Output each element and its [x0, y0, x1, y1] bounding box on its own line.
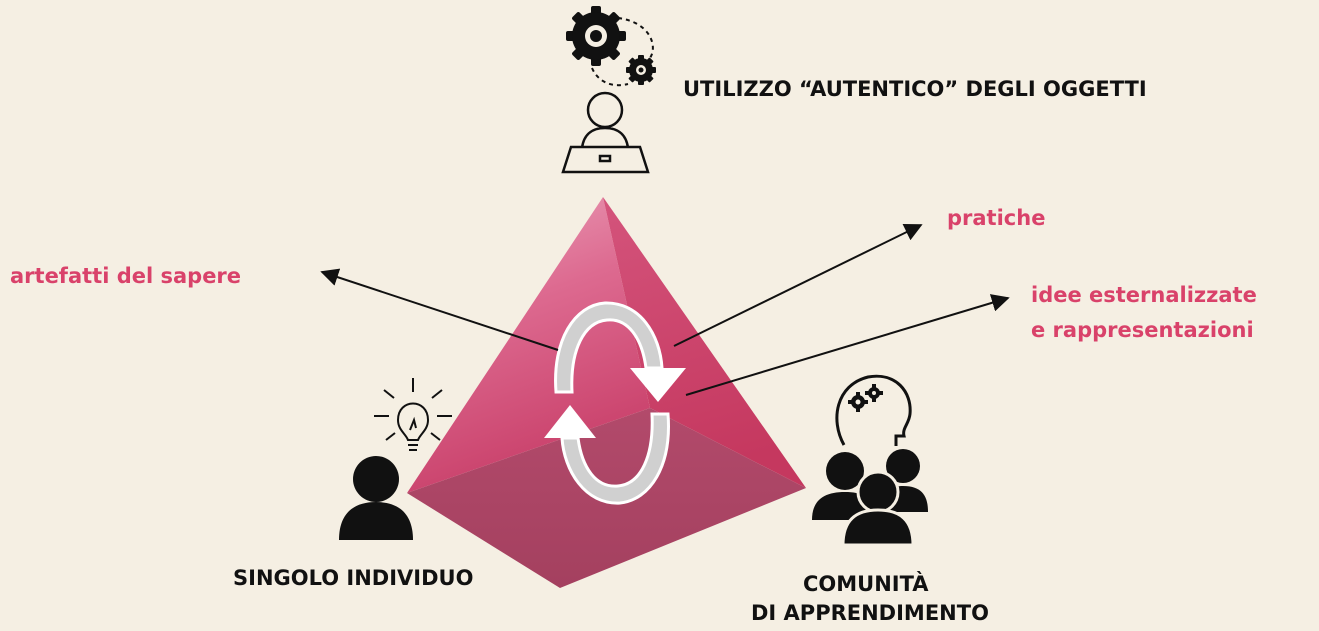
cycle-arrows-icon — [544, 301, 686, 505]
dashed-orbit — [591, 17, 654, 87]
lightbulb-icon — [374, 378, 452, 451]
label-singolo-individuo: SINGOLO INDIVIDUO — [233, 566, 474, 590]
group-icon — [812, 449, 928, 547]
annotation-idee-line1: idee esternalizzate — [1031, 283, 1257, 307]
label-comunita: COMUNITÀ — [803, 572, 929, 596]
small-gear-icon — [626, 55, 656, 85]
arrow-idee — [685, 294, 1010, 396]
annotation-pratiche: pratiche — [947, 206, 1046, 230]
pyramid-face-right — [603, 197, 806, 488]
label-di-apprendimento: DI APPRENDIMENTO — [751, 601, 989, 625]
gears-icon — [566, 6, 626, 66]
laptop-user-icon — [561, 91, 650, 174]
annotation-artefatti: artefatti del sapere — [10, 264, 242, 288]
arrow-artefatti — [320, 268, 559, 351]
head-gears-icon — [835, 374, 912, 446]
label-utilizzo-autentico: UTILIZZO “AUTENTICO” DEGLI OGGETTI — [683, 77, 1147, 101]
annotation-idee-line2: e rappresentazioni — [1031, 318, 1254, 342]
arrow-pratiche — [673, 224, 923, 347]
pyramid-face-left — [407, 197, 650, 493]
person-icon — [339, 456, 413, 540]
